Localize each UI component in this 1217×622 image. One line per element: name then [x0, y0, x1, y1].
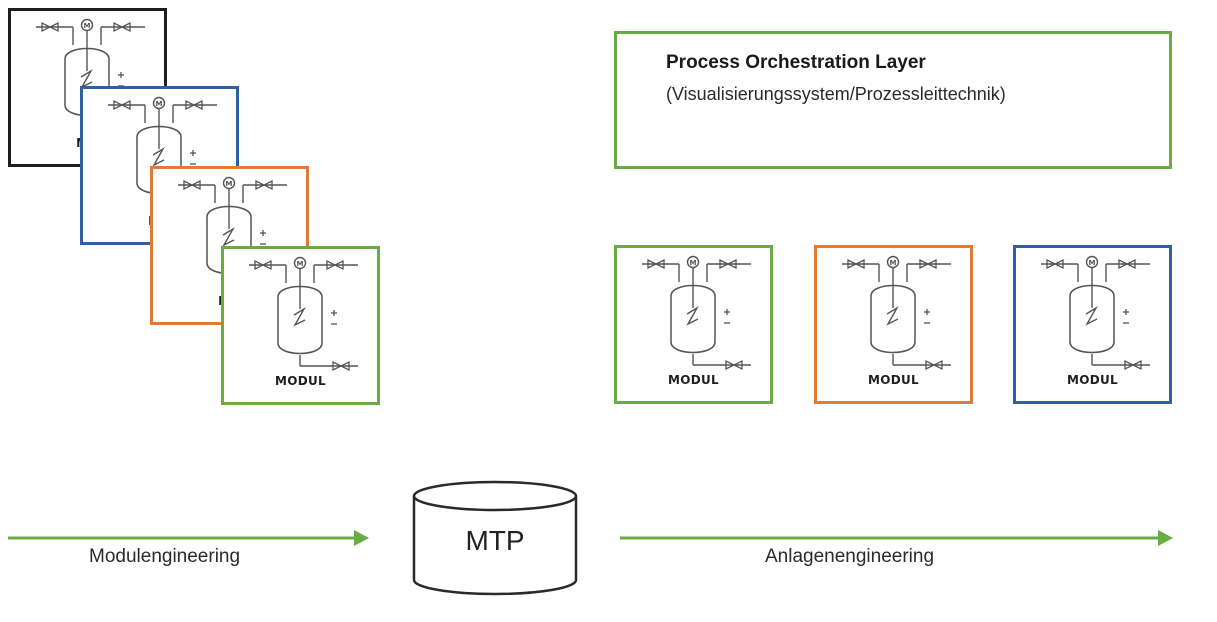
module-label: MODUL: [868, 373, 919, 387]
process-module-icon: M: [642, 255, 751, 371]
modulengineering-arrow: [8, 530, 369, 546]
orchestration-title: Process Orchestration Layer: [666, 52, 926, 73]
process-orchestration-layer-box: Process Orchestration Layer (Visualisier…: [614, 31, 1172, 169]
module-label: MODUL: [1067, 373, 1118, 387]
process-module-icon: M: [249, 256, 358, 372]
anlagenengineering-arrow: [620, 530, 1173, 546]
mtp-label: MTP: [465, 525, 525, 556]
module-card-plant-2: M MODUL: [814, 245, 973, 404]
process-module-icon: M: [1041, 255, 1150, 371]
svg-text:M: M: [690, 259, 697, 267]
module-card-plant-3: M MODUL: [1013, 245, 1172, 404]
svg-text:M: M: [1089, 259, 1096, 267]
module-label: MODUL: [275, 374, 326, 388]
process-module-icon: M: [842, 255, 951, 371]
module-card-stack-4: M MODUL: [221, 246, 380, 405]
anlagenengineering-label: Anlagenengineering: [765, 546, 935, 567]
module-card-plant-1: M MODUL: [614, 245, 773, 404]
orchestration-subtitle: (Visualisierungssystem/Prozessleittechni…: [666, 84, 1006, 104]
module-label: MODUL: [668, 373, 719, 387]
svg-text:M: M: [156, 100, 163, 108]
svg-text:M: M: [84, 22, 91, 30]
svg-text:M: M: [890, 259, 897, 267]
svg-text:M: M: [226, 180, 233, 188]
svg-text:M: M: [297, 260, 304, 268]
modulengineering-label: Modulengineering: [89, 546, 241, 567]
mtp-cylinder-icon: [412, 480, 578, 596]
